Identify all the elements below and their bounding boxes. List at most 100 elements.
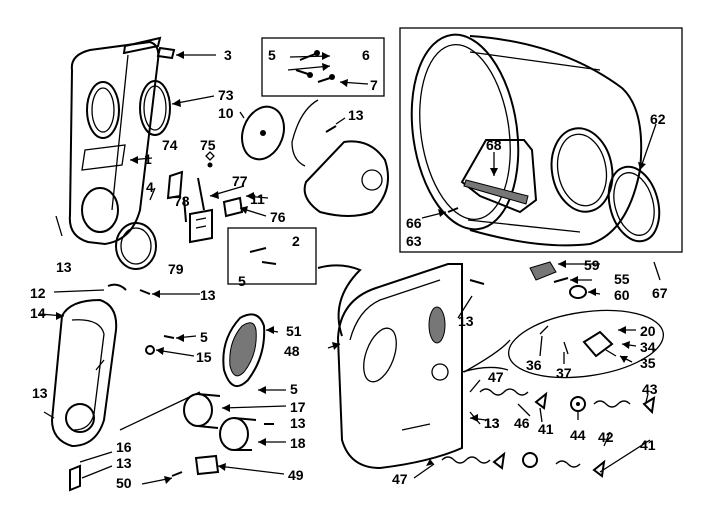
arrowheads (56, 51, 646, 484)
heater-oval (507, 309, 665, 379)
label-17: 17 (290, 399, 306, 415)
label-15: 15 (196, 349, 212, 365)
label-67: 67 (652, 285, 668, 301)
label-13i: 13 (484, 415, 500, 431)
label-13e: 13 (32, 385, 48, 401)
label-35: 35 (640, 355, 656, 371)
label-51: 51 (286, 323, 302, 339)
label-5b: 5 (238, 273, 246, 289)
drum-seal (607, 165, 661, 243)
label-73: 73 (218, 87, 234, 103)
label-47b: 47 (392, 471, 408, 487)
label-20: 20 (640, 323, 656, 339)
label-41b: 41 (640, 437, 656, 453)
rear-bulkhead (336, 263, 463, 470)
screw-kit-box-2 (227, 227, 317, 285)
label-79: 79 (168, 261, 184, 277)
label-11: 11 (250, 191, 265, 207)
part-55-clip (553, 277, 569, 283)
part-15-grommet (145, 345, 155, 355)
part-49-switch (194, 454, 220, 476)
label-59: 59 (584, 257, 600, 273)
part-76-bracket (222, 196, 244, 218)
part-3-clip (156, 46, 176, 60)
label-13h: 13 (116, 455, 132, 471)
label-6: 6 (362, 47, 370, 63)
part-66-screw (447, 207, 459, 213)
panel-bracket (122, 36, 162, 55)
idler-spring (479, 388, 529, 396)
label-68: 68 (486, 137, 502, 153)
label-75: 75 (200, 137, 216, 153)
label-46: 46 (514, 415, 530, 431)
label-5a: 5 (268, 47, 276, 63)
label-55: 55 (614, 271, 630, 287)
label-74: 74 (162, 137, 178, 153)
part-4-ring (115, 222, 157, 270)
label-12: 12 (30, 285, 46, 301)
label-50: 50 (116, 475, 132, 491)
blower-wheel (241, 105, 285, 161)
lower-idler (441, 451, 606, 478)
part-79-switch (189, 208, 213, 244)
label-13a: 13 (348, 107, 364, 123)
label-14: 14 (30, 305, 46, 321)
label-42: 42 (598, 429, 614, 445)
label-13c: 13 (200, 287, 216, 303)
part-78-screw (183, 197, 187, 223)
lint-screen (222, 313, 266, 388)
lower-front-panel (50, 298, 118, 448)
part-50-screw (171, 471, 183, 477)
label-62: 62 (650, 111, 666, 127)
part-77-rod (197, 177, 205, 211)
blower-housing (303, 140, 389, 217)
label-49: 49 (288, 467, 304, 483)
label-7: 7 (370, 77, 378, 93)
part-73-seal (139, 80, 171, 136)
part-5-screw (163, 335, 175, 339)
label-48: 48 (284, 343, 300, 359)
part-44-pulley (570, 396, 586, 412)
part-12-spring (107, 283, 127, 291)
label-36: 36 (526, 357, 542, 373)
label-43: 43 (642, 381, 658, 397)
label-5d: 5 (290, 381, 298, 397)
label-16: 16 (116, 439, 132, 455)
label-3: 3 (224, 47, 232, 63)
label-44: 44 (570, 427, 586, 443)
label-4: 4 (146, 179, 154, 195)
part-74-switch (166, 170, 184, 200)
label-63: 63 (406, 233, 422, 249)
label-10: 10 (218, 105, 234, 121)
label-78: 78 (174, 193, 190, 209)
label-1: 1 (144, 151, 152, 167)
part-41-clip (534, 391, 548, 410)
part-labels: 3 73 5 6 7 10 13 74 75 1 4 77 78 11 76 7… (30, 47, 668, 491)
label-18: 18 (290, 435, 306, 451)
label-41a: 41 (538, 421, 554, 437)
drum-box (399, 27, 683, 253)
part-13-screw-b (139, 289, 151, 295)
motor (183, 393, 221, 429)
part-59-thermostat (529, 261, 557, 281)
label-34: 34 (640, 339, 656, 355)
label-60: 60 (614, 287, 630, 303)
front-panel (68, 40, 160, 246)
part-13-screw-c (469, 279, 485, 285)
label-66: 66 (406, 215, 422, 231)
label-37: 37 (556, 365, 572, 381)
drum-baffle (460, 139, 538, 214)
part-75-spring (205, 151, 215, 168)
label-2: 2 (292, 233, 300, 249)
label-13b: 13 (56, 259, 72, 275)
label-13d: 13 (458, 313, 474, 329)
part-43-spring (593, 396, 656, 415)
label-77: 77 (232, 173, 248, 189)
label-47a: 47 (488, 369, 504, 385)
part-16-bracket (69, 464, 81, 492)
part-13-screw-a (325, 125, 337, 133)
label-13f: 13 (290, 415, 306, 431)
part-60-fuse (569, 285, 587, 299)
label-76: 76 (270, 209, 286, 225)
